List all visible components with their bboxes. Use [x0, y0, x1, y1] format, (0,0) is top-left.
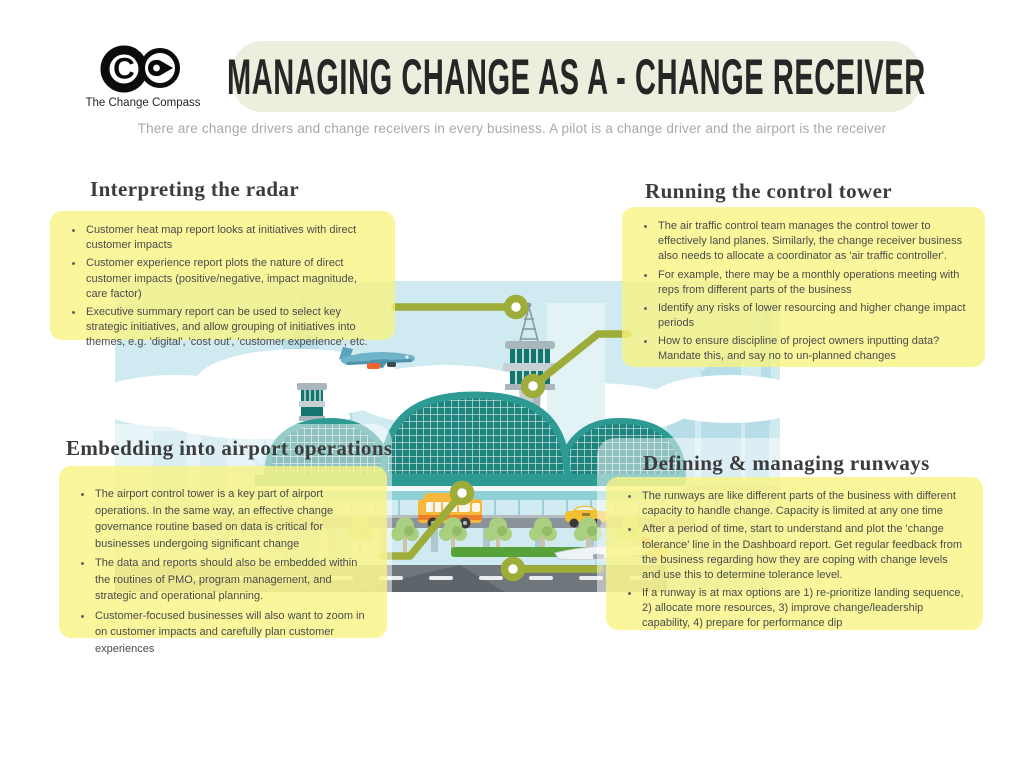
bullet-list: The air traffic control team manages the…	[632, 219, 971, 365]
bullet-list: The runways are like different parts of …	[616, 489, 969, 632]
compass-icon: C	[100, 45, 180, 93]
svg-text:C: C	[113, 53, 135, 86]
bullet-item: Customer experience report plots the nat…	[84, 256, 381, 302]
bullet-item: Identify any risks of lower resourcing a…	[656, 301, 971, 331]
page-subtitle: There are change drivers and change rece…	[137, 121, 887, 136]
heading-interpreting-radar: Interpreting the radar	[90, 177, 300, 201]
title-banner: MANAGING CHANGE AS A - CHANGE RECEIVER	[227, 41, 925, 112]
logo-caption: The Change Compass	[85, 97, 201, 109]
heading-defining-runways: Defining & managing runways	[643, 451, 930, 475]
note-box-embedding-operations: The airport control tower is a key part …	[59, 466, 387, 655]
bullet-item: The air traffic control team manages the…	[656, 219, 971, 265]
note-box-running-control-tower: The air traffic control team manages the…	[622, 207, 985, 367]
bullet-item: If a runway is at max options are 1) re-…	[640, 586, 969, 632]
bullet-item: The runways are like different parts of …	[640, 489, 969, 519]
note-box-interpreting-radar: Customer heat map report looks at initia…	[50, 211, 395, 348]
heading-embedding-operations: Embedding into airport operations	[66, 436, 393, 460]
bullet-item: For example, there may be a monthly oper…	[656, 268, 971, 298]
bullet-list: Customer heat map report looks at initia…	[60, 223, 381, 350]
bullet-item: How to ensure discipline of project owne…	[656, 334, 971, 364]
airplane-icon	[339, 347, 415, 369]
change-compass-logo: C	[100, 45, 180, 93]
bullet-item: The data and reports should also be embe…	[93, 555, 373, 605]
note-box-defining-runways: The runways are like different parts of …	[606, 477, 983, 630]
bullet-item: The airport control tower is a key part …	[93, 486, 373, 552]
bullet-item: After a period of time, start to underst…	[640, 522, 969, 583]
bullet-item: Customer heat map report looks at initia…	[84, 223, 381, 253]
bullet-item: Executive summary report can be used to …	[84, 305, 381, 351]
heading-running-control-tower: Running the control tower	[645, 179, 893, 203]
page-title: MANAGING CHANGE AS A - CHANGE RECEIVER	[226, 48, 926, 105]
bullet-list: The airport control tower is a key part …	[69, 486, 373, 657]
bullet-item: Customer-focused businesses will also wa…	[93, 608, 373, 658]
